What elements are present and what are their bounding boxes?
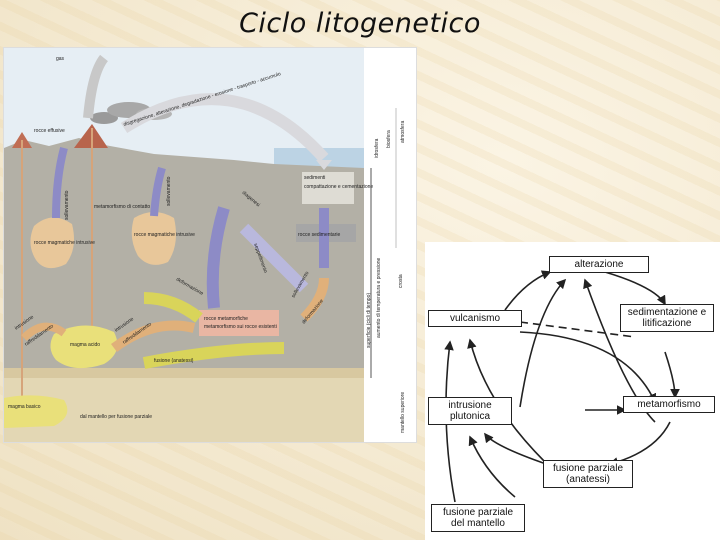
arrow-metamorfismo-alterazione [583, 278, 656, 423]
deformation-arrow-right [300, 277, 329, 322]
label-rocce-sedimentarie: rocce sedimentarie [298, 232, 340, 238]
weathering-arrow-head [316, 160, 332, 170]
label-rocce-effusive: rocce effusive [34, 128, 65, 134]
label-fusione: fusione (anatessi) [154, 358, 194, 364]
rock-cycle-illustration: gas rocce effusive disgregazione, altera… [4, 48, 416, 442]
label-rocce-intrusive-2: rocce magmatiche intrusive [134, 232, 195, 238]
arrow-sedimentazione-metamorfismo [664, 351, 680, 399]
metamorphic-box [199, 310, 279, 336]
label-mantello: mantello superiore [400, 392, 406, 433]
illustration-svg: gas rocce effusive disgregazione, altera… [4, 48, 406, 442]
schematic-arrows [444, 270, 680, 503]
label-rocce-metamorfiche: rocce metamorfiche [204, 316, 248, 322]
node-metamorfismo: metamorfismo [623, 396, 715, 413]
intrusion-arrow-right [111, 320, 196, 353]
magma-acid-blob [50, 325, 118, 369]
label-rocce-intrusive-1: rocce magmatiche intrusive [34, 240, 95, 246]
label-sedimenti: sedimenti [304, 175, 325, 181]
label-dal-mantello: dal mantello per fusione parziale [80, 414, 152, 420]
label-magma-basico: magma basico [8, 404, 41, 410]
diagenesis-arrow [239, 223, 309, 293]
slide-title: Ciclo litogenetico [239, 8, 481, 39]
uplift-arrow-left [52, 146, 68, 219]
smoke-1 [90, 112, 118, 124]
magma-basic-blob [4, 395, 68, 428]
label-metamorfismo-contatto: metamorfismo di contatto [94, 204, 150, 210]
arrow-intrusione-alterazione [519, 278, 567, 408]
node-vulcanismo: vulcanismo [428, 310, 522, 327]
node-intrusione: intrusione plutonica [428, 397, 512, 425]
arrow-mantello-intrusione [468, 435, 516, 498]
node-fusione-parziale: fusione parziale (anatessi) [543, 460, 633, 488]
label-compattazione: compattazione e cementazione [304, 184, 373, 190]
rock-cycle-schematic: alterazione sedimentazione e litificazio… [425, 242, 720, 540]
label-metamorfiche-sub: metamorfismo sui rocce esistenti [204, 324, 277, 330]
label-biosfera: biosfera [386, 130, 392, 148]
label-atmosfera: atmosfera [400, 121, 406, 143]
arrow-vulcanismo-metamorfismo [519, 331, 656, 404]
label-gas: gas [56, 56, 65, 62]
intrusion-arrow-left [21, 322, 67, 341]
arrow-metamorfismo-fusione [608, 421, 671, 467]
weathering-arc-arrow [120, 93, 329, 163]
label-aumento: aumento di temperatura e pressione [376, 257, 382, 338]
sediment-zone [302, 172, 354, 204]
arrow-alterazione-sedimentazione [604, 271, 666, 306]
label-sollevamento-mid: sollevamento [166, 176, 172, 206]
uplift-arrow-center [150, 166, 166, 217]
node-alterazione: alterazione [549, 256, 649, 273]
intrusive-blob-2 [131, 212, 176, 265]
arrow-vulcanismo-alterazione [504, 270, 552, 311]
dashed-link [519, 321, 636, 338]
label-scale: superficie (cicli di tempo) [366, 293, 372, 348]
label-sollevamento-left: sollevamento [64, 190, 70, 220]
label-idrosfera: idrosfera [374, 138, 380, 158]
intrusive-blob-1 [30, 217, 75, 269]
deformation-arrow [143, 292, 203, 323]
node-fusione-mantello: fusione parziale del mantello [431, 504, 525, 532]
label-magma-acido: magma acido [70, 342, 100, 348]
label-crosta: crosta [398, 274, 404, 288]
gas-arrow [83, 54, 109, 119]
uplift-arrow-mid [206, 206, 230, 309]
node-sedimentazione: sedimentazione e litificazione [620, 304, 714, 332]
melting-arrow [142, 342, 285, 369]
